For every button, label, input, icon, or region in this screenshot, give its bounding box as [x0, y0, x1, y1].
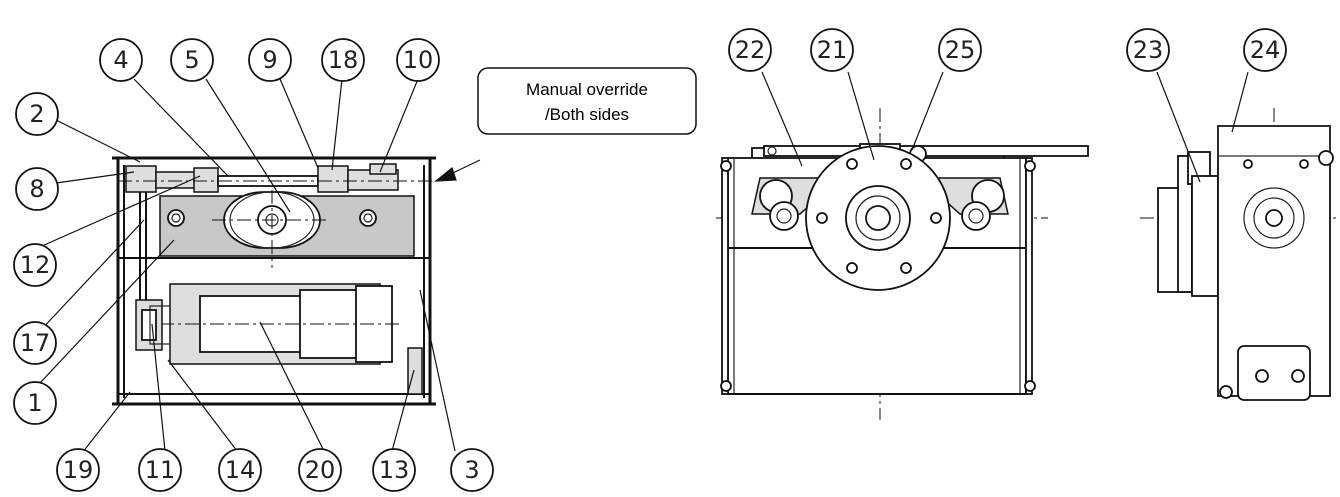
- callout-12: 12: [13, 243, 57, 287]
- svg-text:13: 13: [379, 456, 410, 484]
- svg-text:19: 19: [63, 456, 94, 484]
- svg-text:12: 12: [20, 251, 51, 279]
- svg-text:8: 8: [29, 175, 44, 203]
- svg-text:2: 2: [29, 100, 44, 128]
- svg-text:9: 9: [262, 46, 277, 74]
- svg-text:11: 11: [145, 456, 176, 484]
- callout-19: 19: [56, 448, 100, 492]
- callout-8: 8: [15, 167, 59, 211]
- svg-text:23: 23: [1133, 36, 1164, 64]
- callout-14: 14: [218, 448, 262, 492]
- svg-text:4: 4: [113, 46, 128, 74]
- callout-5: 5: [170, 38, 214, 82]
- side-section-view: [112, 156, 436, 406]
- callout-24: 24: [1243, 28, 1287, 72]
- callout-21: 21: [810, 28, 854, 72]
- note-line-1: Manual override: [526, 80, 648, 99]
- callout-18: 18: [321, 38, 365, 82]
- svg-text:1: 1: [27, 389, 42, 417]
- note-line-2: /Both sides: [545, 105, 629, 124]
- end-view: [1140, 108, 1336, 401]
- svg-text:10: 10: [403, 46, 434, 74]
- svg-text:21: 21: [817, 36, 848, 64]
- callout-2: 2: [15, 92, 59, 136]
- callout-17: 17: [13, 321, 57, 365]
- callout-23: 23: [1126, 28, 1170, 72]
- svg-text:24: 24: [1250, 36, 1281, 64]
- callout-22: 22: [728, 28, 772, 72]
- end-housing: [1217, 125, 1331, 397]
- manual-override-note: Manual override /Both sides: [477, 67, 697, 135]
- svg-text:17: 17: [20, 329, 51, 357]
- svg-text:18: 18: [328, 46, 359, 74]
- callout-1: 1: [13, 381, 57, 425]
- svg-text:20: 20: [305, 456, 336, 484]
- callout-10: 10: [396, 38, 440, 82]
- callout-13: 13: [372, 448, 416, 492]
- svg-text:3: 3: [464, 456, 479, 484]
- callout-20: 20: [298, 448, 342, 492]
- callout-25: 25: [938, 28, 982, 72]
- callout-11: 11: [138, 448, 182, 492]
- svg-text:5: 5: [184, 46, 199, 74]
- svg-text:22: 22: [735, 36, 766, 64]
- front-view: [716, 108, 1089, 420]
- callout-3: 3: [450, 448, 494, 492]
- callouts: 2 4 5 9 18 10 8 12 17 1 19 11 14 20 13 3…: [13, 28, 1287, 492]
- callout-4: 4: [99, 38, 143, 82]
- leader-lines: [39, 71, 1249, 454]
- svg-text:25: 25: [945, 36, 976, 64]
- callout-9: 9: [248, 38, 292, 82]
- svg-text:14: 14: [225, 456, 256, 484]
